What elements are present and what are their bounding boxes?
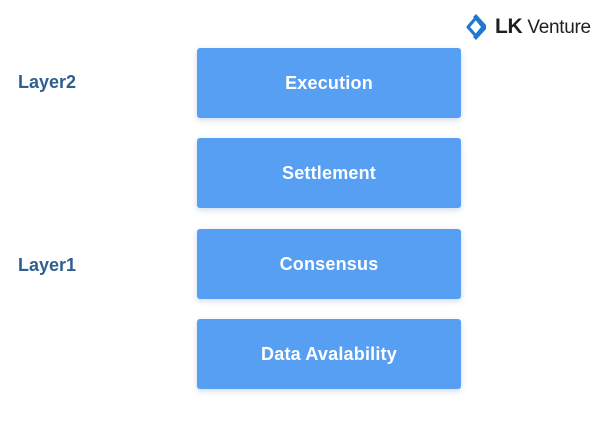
consensus-block: Consensus (197, 229, 461, 299)
layer2-label: Layer2 (18, 72, 77, 92)
brand-logo: LK Venture (464, 12, 591, 42)
settlement-block: Settlement (197, 138, 461, 208)
brand-name: LK Venture (495, 15, 591, 39)
data-availability-block: Data Avalability (197, 319, 461, 389)
brand-name-rest: Venture (522, 17, 591, 38)
lk-venture-mark-icon (466, 14, 486, 40)
brand-name-bold: LK (495, 15, 523, 38)
execution-block: Execution (197, 48, 461, 118)
layer1-label: Layer1 (18, 255, 77, 275)
